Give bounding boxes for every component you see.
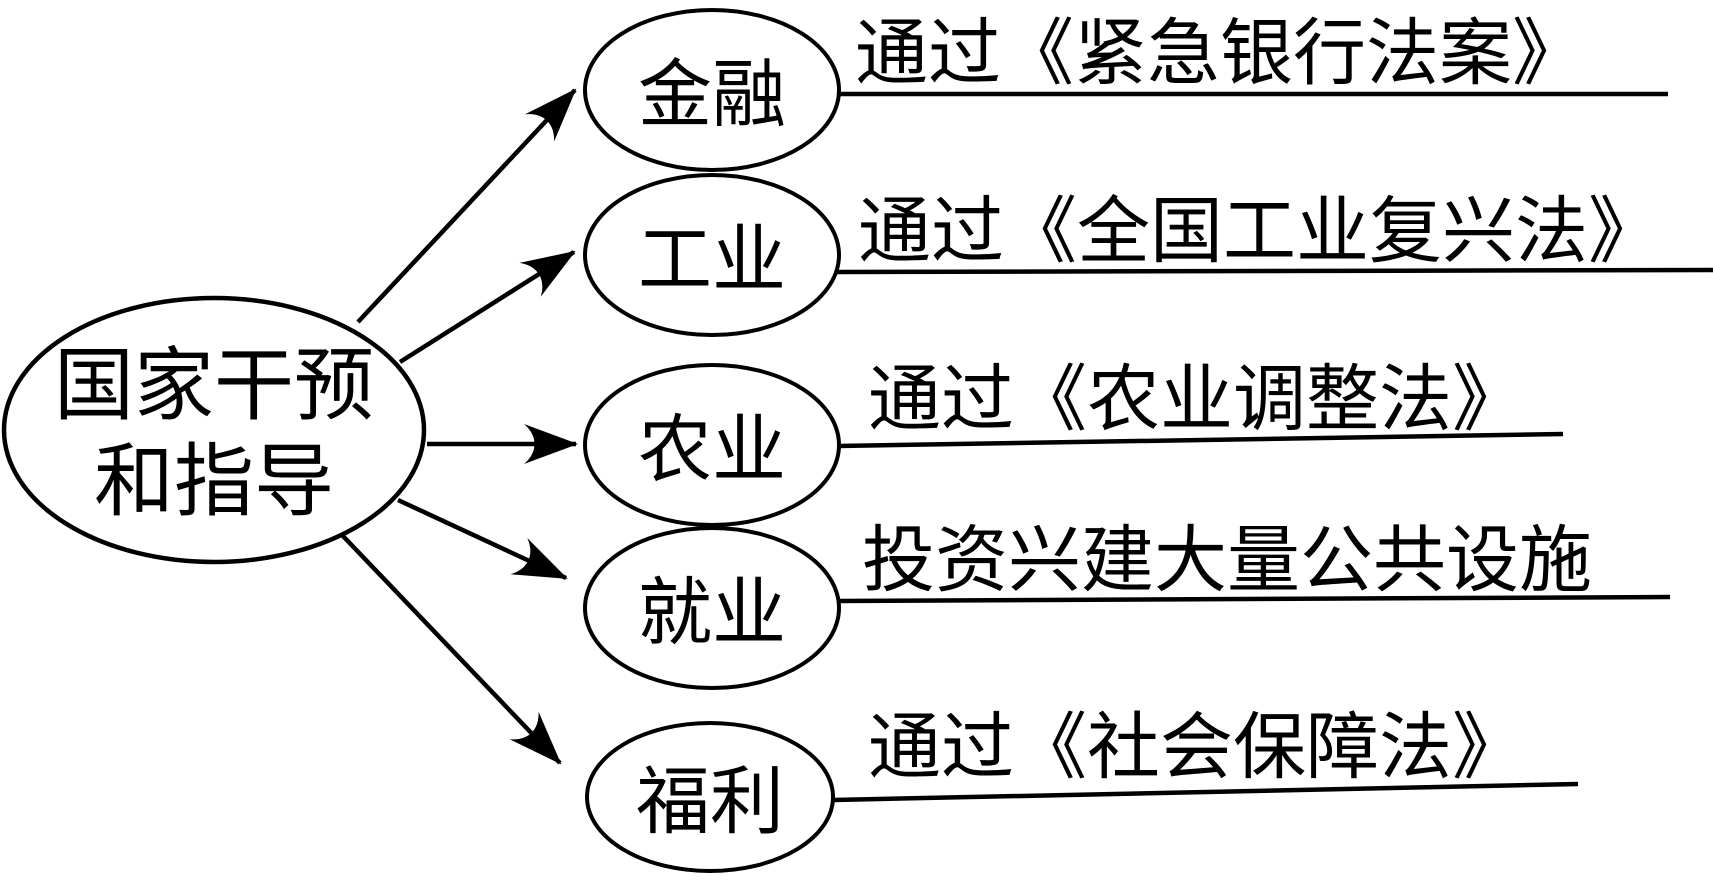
employment-outcome-text: 投资兴建大量公共设施 [862, 520, 1592, 601]
arrow-to-employment [397, 497, 568, 581]
finance-node-ellipse [583, 8, 841, 172]
finance-node-label: 金融 [638, 55, 786, 137]
agriculture-outcome-underline [837, 431, 1564, 449]
employment-outcome-underline [836, 594, 1671, 604]
industry-node-label: 工业 [638, 220, 786, 302]
arrow-to-industry [398, 250, 576, 364]
employment-node-ellipse [583, 526, 841, 690]
arrow-to-finance [356, 88, 577, 324]
welfare-node-label: 福利 [636, 762, 784, 844]
finance-outcome-text: 通过《紧急银行法案》 [855, 13, 1585, 94]
agriculture-outcome-text: 通过《农业调整法》 [868, 359, 1525, 440]
employment-node-label: 就业 [638, 573, 786, 655]
root-label-line1: 国家干预 [54, 343, 374, 431]
root-node-ellipse [1, 295, 427, 565]
welfare-outcome-underline [832, 781, 1579, 803]
welfare-node-ellipse [585, 721, 835, 873]
arrow-to-welfare [340, 533, 562, 765]
agriculture-node-label: 农业 [638, 410, 786, 492]
industry-outcome-text: 通过《全国工业复兴法》 [858, 191, 1661, 272]
industry-outcome-underline [836, 267, 1713, 275]
industry-node-ellipse [583, 173, 841, 337]
root-label-line2: 和指导 [94, 439, 334, 527]
welfare-outcome-text: 通过《社会保障法》 [868, 707, 1525, 788]
